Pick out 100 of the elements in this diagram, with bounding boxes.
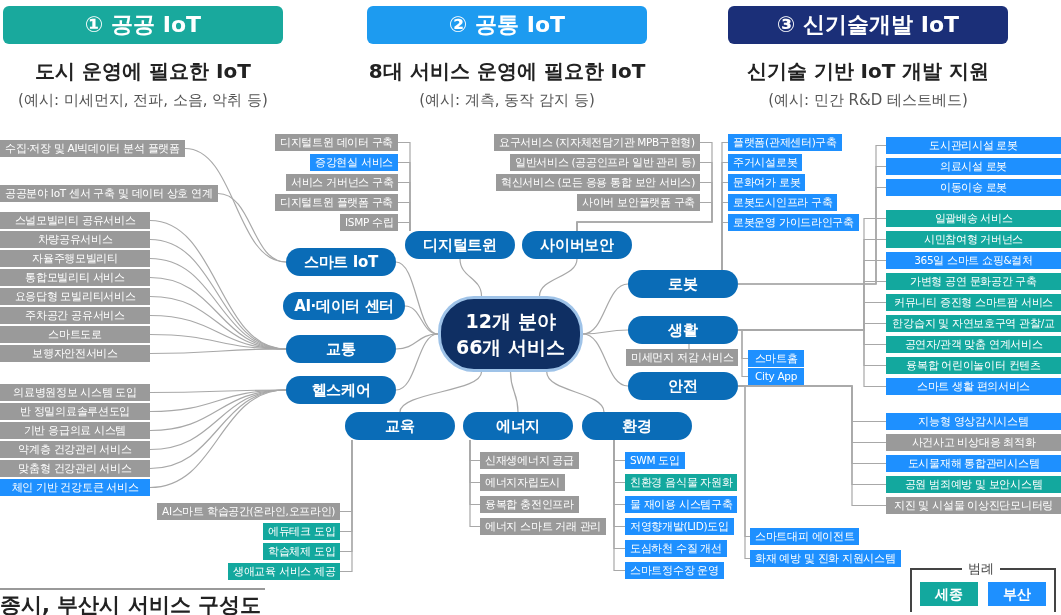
service-tag: 의료시설 로봇 (886, 158, 1061, 175)
connector-line (459, 258, 483, 297)
category-pill: 사이버보안 (522, 231, 632, 259)
service-tag: 도시관리시설 로봇 (886, 137, 1061, 154)
service-tag: 스널모빌리티 공유서비스 (0, 212, 150, 229)
service-tag: 로봇도시인프라 구축 (728, 194, 838, 211)
service-tag: 화재 예방 및 진화 지원시스템 (750, 550, 901, 567)
category-pill: 헬스케어 (286, 376, 396, 404)
connector-line (737, 329, 887, 388)
connector-line (737, 186, 887, 285)
connector-line (509, 371, 519, 413)
connector-line (721, 221, 729, 271)
service-tag: 디지털트윈 플랫폼 구축 (275, 194, 399, 211)
service-tag: 맞춤형 건강관리 서비스 (0, 460, 150, 477)
service-tag: 생애교육 서비스 제공 (228, 563, 341, 580)
example-note: (예시: 민간 R&D 테스트베드) (767, 91, 969, 110)
service-tag: 지진 및 시설물 이상진단모니터링 (886, 497, 1061, 514)
service-tag: 체인 기반 건강토큰 서비스 (0, 479, 150, 496)
service-tag: 지능형 영상감시시스템 (886, 413, 1061, 430)
example-note: (예시: 미세먼지, 전파, 소음, 악취 등) (17, 91, 269, 110)
connector-line (538, 258, 578, 297)
category-pill: 스마트 IoT (286, 248, 396, 276)
caption: 종시, 부산시 서비스 구성도 (0, 588, 265, 615)
service-tag: 공원 범죄예방 및 보안시스템 (886, 476, 1061, 493)
service-tag: SWM 도입 (625, 452, 685, 469)
connector-line (149, 389, 287, 470)
connector-line (149, 348, 287, 355)
connector-line (399, 371, 483, 413)
service-tag: 주차공간 공유서비스 (0, 307, 150, 324)
service-tag: 요구서비스 (지자체전담기관 MPB구현형) (494, 134, 700, 151)
connector-line (395, 333, 439, 350)
connector-line (184, 147, 287, 263)
service-tag: 365일 스마트 쇼핑&컬처 (886, 252, 1061, 269)
service-tag: 융복합 어린이놀이터 컨텐츠 (886, 357, 1061, 374)
section-subtitle: 도시 운영에 필요한 IoT (34, 58, 252, 85)
section-subtitle: 신기술 기반 IoT 개발 지원 (745, 58, 991, 85)
service-tag: 약계층 건강관리 서비스 (0, 441, 150, 458)
service-tag: 문화여가 로봇 (728, 174, 806, 191)
service-tag: 혁신서비스 (모든 응용 통합 보안 서비스) (496, 174, 700, 191)
service-tag: 에너지 스마트 거래 관리 (480, 518, 607, 535)
category-pill: 로봇 (628, 270, 738, 298)
category-pill: 교통 (286, 335, 396, 363)
service-tag: 이동이송 로봇 (886, 179, 1061, 196)
service-tag: 에듀테크 도입 (263, 523, 341, 540)
service-tag: 일반서비스 (공공인프라 일반 관리 등) (510, 154, 701, 171)
service-tag: 한강습지 및 자연보호구역 관찰/교 (886, 315, 1061, 332)
service-tag: 기반 응급의료 시스템 (0, 422, 150, 439)
hub-pill: 12개 분야 66개 서비스 (438, 296, 583, 372)
service-tag: 스마트도로 (0, 326, 150, 343)
connector-line (613, 439, 626, 572)
service-tag: 자율주행모빌리티 (0, 250, 150, 267)
service-tag: 수집·저장 및 AI빅데이터 분석 플랫폼 (0, 140, 185, 157)
section-banner: ③ 신기술개발 IoT (728, 6, 1008, 44)
service-tag: 친환경 음식물 자원화 (625, 474, 738, 491)
connector-line (582, 333, 629, 387)
service-tag: 디지털트윈 데이터 구축 (275, 134, 399, 151)
legend-swatch: 세종 (920, 582, 978, 606)
service-tag: 공공분야 IoT 센서 구축 및 데이터 상호 연계 (0, 185, 218, 202)
service-tag: ISMP 수립 (340, 214, 399, 231)
service-tag: 주거시설로봇 (728, 154, 803, 171)
service-tag: 차량공유서비스 (0, 231, 150, 248)
service-tag: 학습체제 도입 (263, 543, 341, 560)
service-tag: 로봇운영 가이드라인구축 (728, 214, 859, 231)
connector-line (217, 192, 287, 263)
service-tag: 스마트홈 (748, 350, 804, 367)
section-banner: ① 공공 IoT (3, 6, 283, 44)
legend-title: 범례 (962, 560, 1000, 578)
service-tag: 저영향개발(LID)도입 (625, 518, 734, 535)
service-tag: 반 정밀의료솔루션도입 (0, 403, 150, 420)
category-pill: 환경 (582, 412, 692, 440)
category-pill: 안전 (628, 372, 738, 400)
service-tag: 스마트정수장 운영 (625, 562, 724, 579)
service-tag: 사건사고 비상대응 최적화 (886, 434, 1061, 451)
service-tag: 물 재이용 시스템구축 (625, 496, 738, 513)
connector-line (576, 201, 713, 232)
service-tag: 증강현실 서비스 (310, 154, 398, 171)
service-tag: 서비스 거버넌스 구축 (286, 174, 399, 191)
service-tag: 도시물재해 통합관리시스템 (886, 455, 1061, 472)
legend-swatch: 부산 (988, 582, 1046, 606)
service-tag: 통합모빌리티 서비스 (0, 269, 150, 286)
service-tag: 커뮤니티 증진형 스마트팜 서비스 (886, 294, 1061, 311)
connector-line (397, 221, 411, 232)
connector-line (582, 329, 629, 335)
section-subtitle: 8대 서비스 운영에 필요한 IoT (367, 58, 647, 85)
service-tag: 공연자/관객 맞춤 연계서비스 (886, 336, 1061, 353)
service-tag: 미세먼지 저감 서비스 (626, 349, 739, 366)
connector-line (149, 389, 287, 489)
category-pill: 에너지 (463, 412, 573, 440)
category-pill: AI·데이터 센터 (283, 292, 405, 320)
service-tag: 사이버 보안플랫폼 구축 (577, 194, 701, 211)
service-tag: City App (748, 368, 804, 385)
service-tag: 의료병원정보 시스템 도입 (0, 384, 150, 401)
service-tag: 요응답형 모빌리티서비스 (0, 288, 150, 305)
service-tag: 신재생에너지 공급 (480, 452, 579, 469)
connector-line (395, 333, 439, 391)
service-tag: 시민참여형 거버넌스 (886, 231, 1061, 248)
service-tag: 스마트 생활 편의서비스 (886, 378, 1061, 395)
service-tag: 일괄배송 서비스 (886, 210, 1061, 227)
service-tag: 보행자안전서비스 (0, 345, 150, 362)
connector-line (469, 439, 481, 528)
